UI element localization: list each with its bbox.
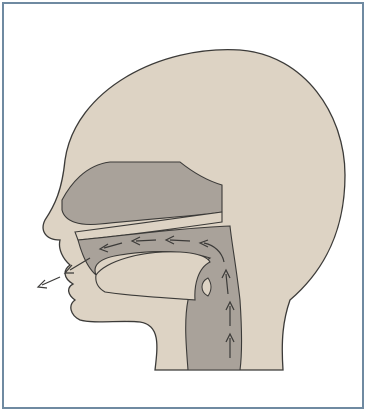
head-cross-section-diagram xyxy=(0,0,366,411)
